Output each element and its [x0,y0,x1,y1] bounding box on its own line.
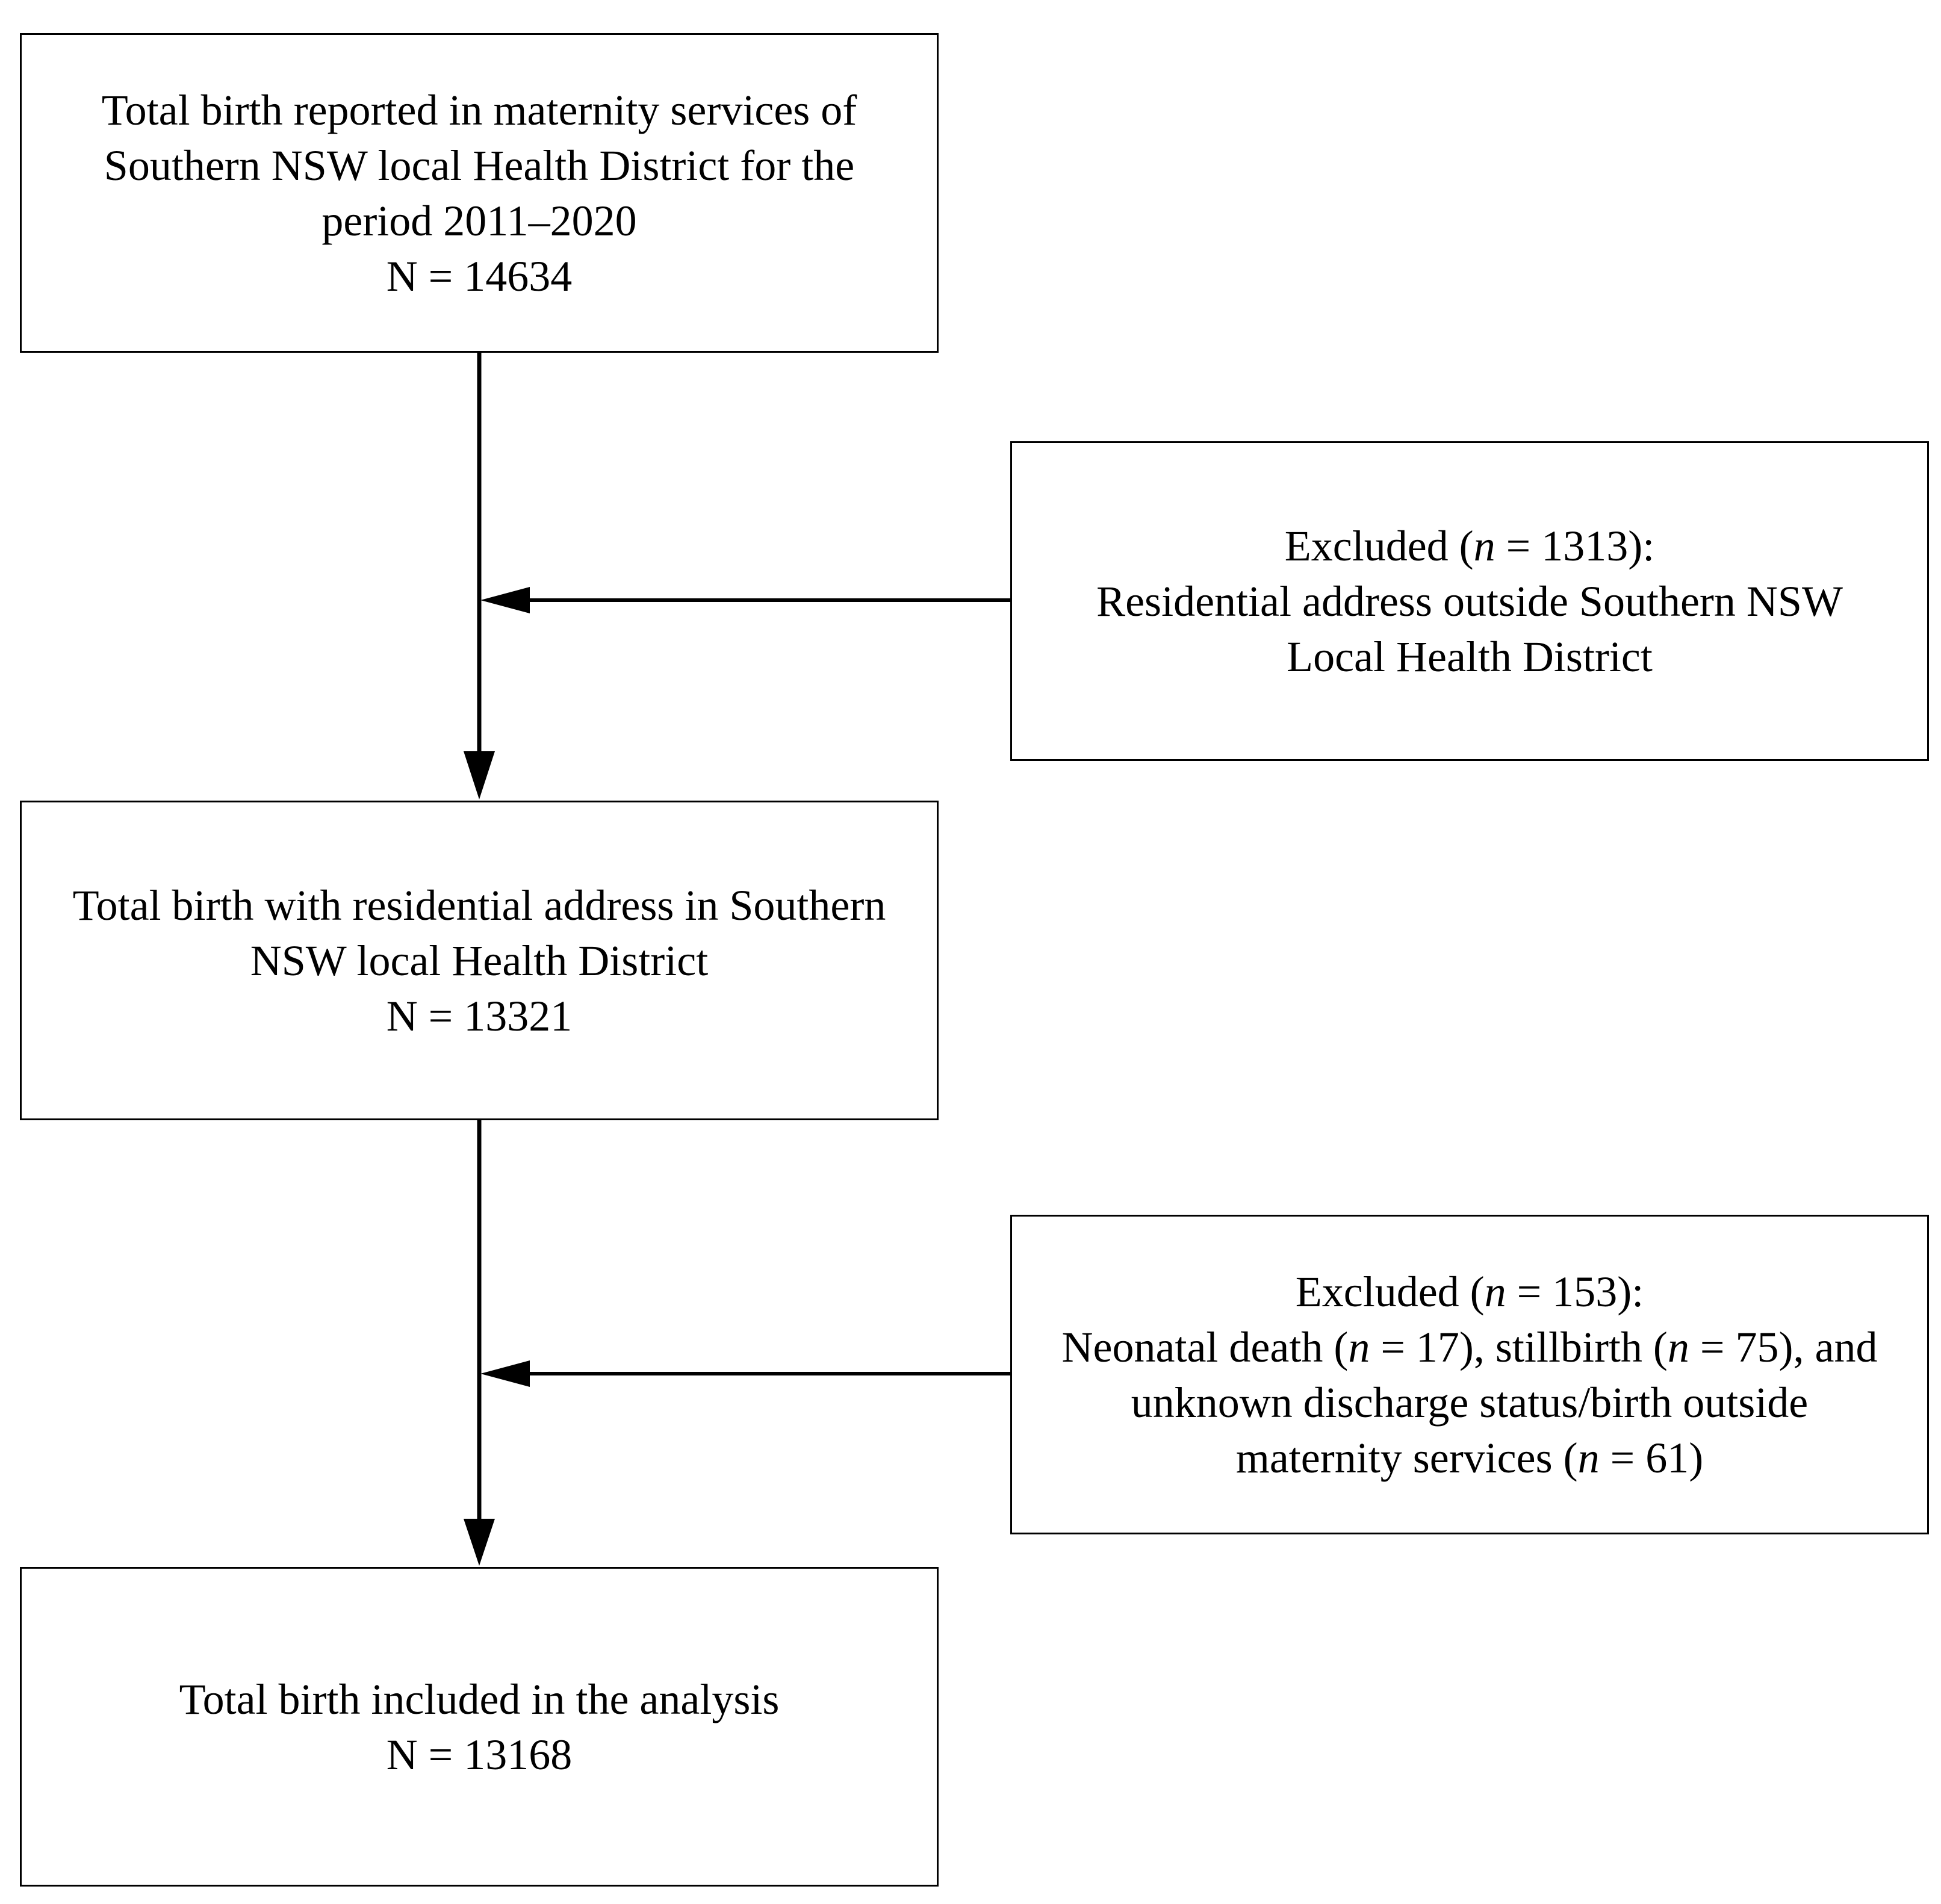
excluded-outcomes-line4: maternity services (n = 61) [1236,1430,1703,1486]
box-excluded-residential: Excluded (n = 1313): Residential address… [1010,441,1929,761]
excluded-count: = 153): [1506,1267,1644,1316]
excluded-prefix: Excluded ( [1284,521,1474,570]
excluded-outcomes-heading: Excluded (n = 153): [1296,1264,1644,1319]
box-residential-line2: NSW local Health District [250,936,709,985]
n-symbol: n [1348,1323,1370,1371]
box-included: Total birth included in the analysis N =… [20,1567,939,1887]
excluded-residential-line2: Residential address outside Southern NSW [1096,577,1843,625]
excluded-count: = 1313): [1495,521,1655,570]
box-total-reported-line2: Southern NSW local Health District for t… [104,141,855,190]
box-excluded-outcomes: Excluded (n = 153): Neonatal death (n = … [1010,1215,1929,1534]
excluded-residential-heading: Excluded (n = 1313): [1285,518,1654,574]
maternity-services-count: = 61) [1599,1433,1704,1482]
excluded-outcomes-line2: Neonatal death (n = 17), stillbirth (n =… [1062,1319,1878,1375]
excluded-prefix: Excluded ( [1295,1267,1485,1316]
arrowhead-left-1 [480,587,530,613]
box-included-count: N = 13168 [386,1730,573,1779]
box-residential-count: N = 13321 [386,991,573,1040]
stillbirth-count: = 75), and [1689,1323,1878,1371]
box-total-reported: Total birth reported in maternity servic… [20,33,939,353]
arrowhead-left-2 [480,1360,530,1387]
excluded-outcomes-line3: unknown discharge status/birth outside [1131,1378,1809,1427]
n-symbol: n [1473,521,1495,570]
box-residential: Total birth with residential address in … [20,801,939,1120]
neonatal-death-label: Neonatal death ( [1061,1323,1349,1371]
n-symbol: n [1577,1433,1600,1482]
stillbirth-label: = 17), stillbirth ( [1370,1323,1668,1371]
box-residential-line1: Total birth with residential address in … [72,881,886,929]
box-included-line1: Total birth included in the analysis [179,1675,780,1723]
n-symbol: n [1667,1323,1689,1371]
box-total-reported-line3: period 2011–2020 [321,196,637,245]
maternity-services-label: maternity services ( [1235,1433,1578,1482]
n-symbol: n [1484,1267,1506,1316]
arrowhead-down-1 [464,751,495,799]
box-total-reported-count: N = 14634 [386,252,573,300]
box-total-reported-line1: Total birth reported in maternity servic… [101,85,857,134]
arrowhead-down-2 [464,1519,495,1566]
excluded-residential-line3: Local Health District [1287,632,1653,681]
